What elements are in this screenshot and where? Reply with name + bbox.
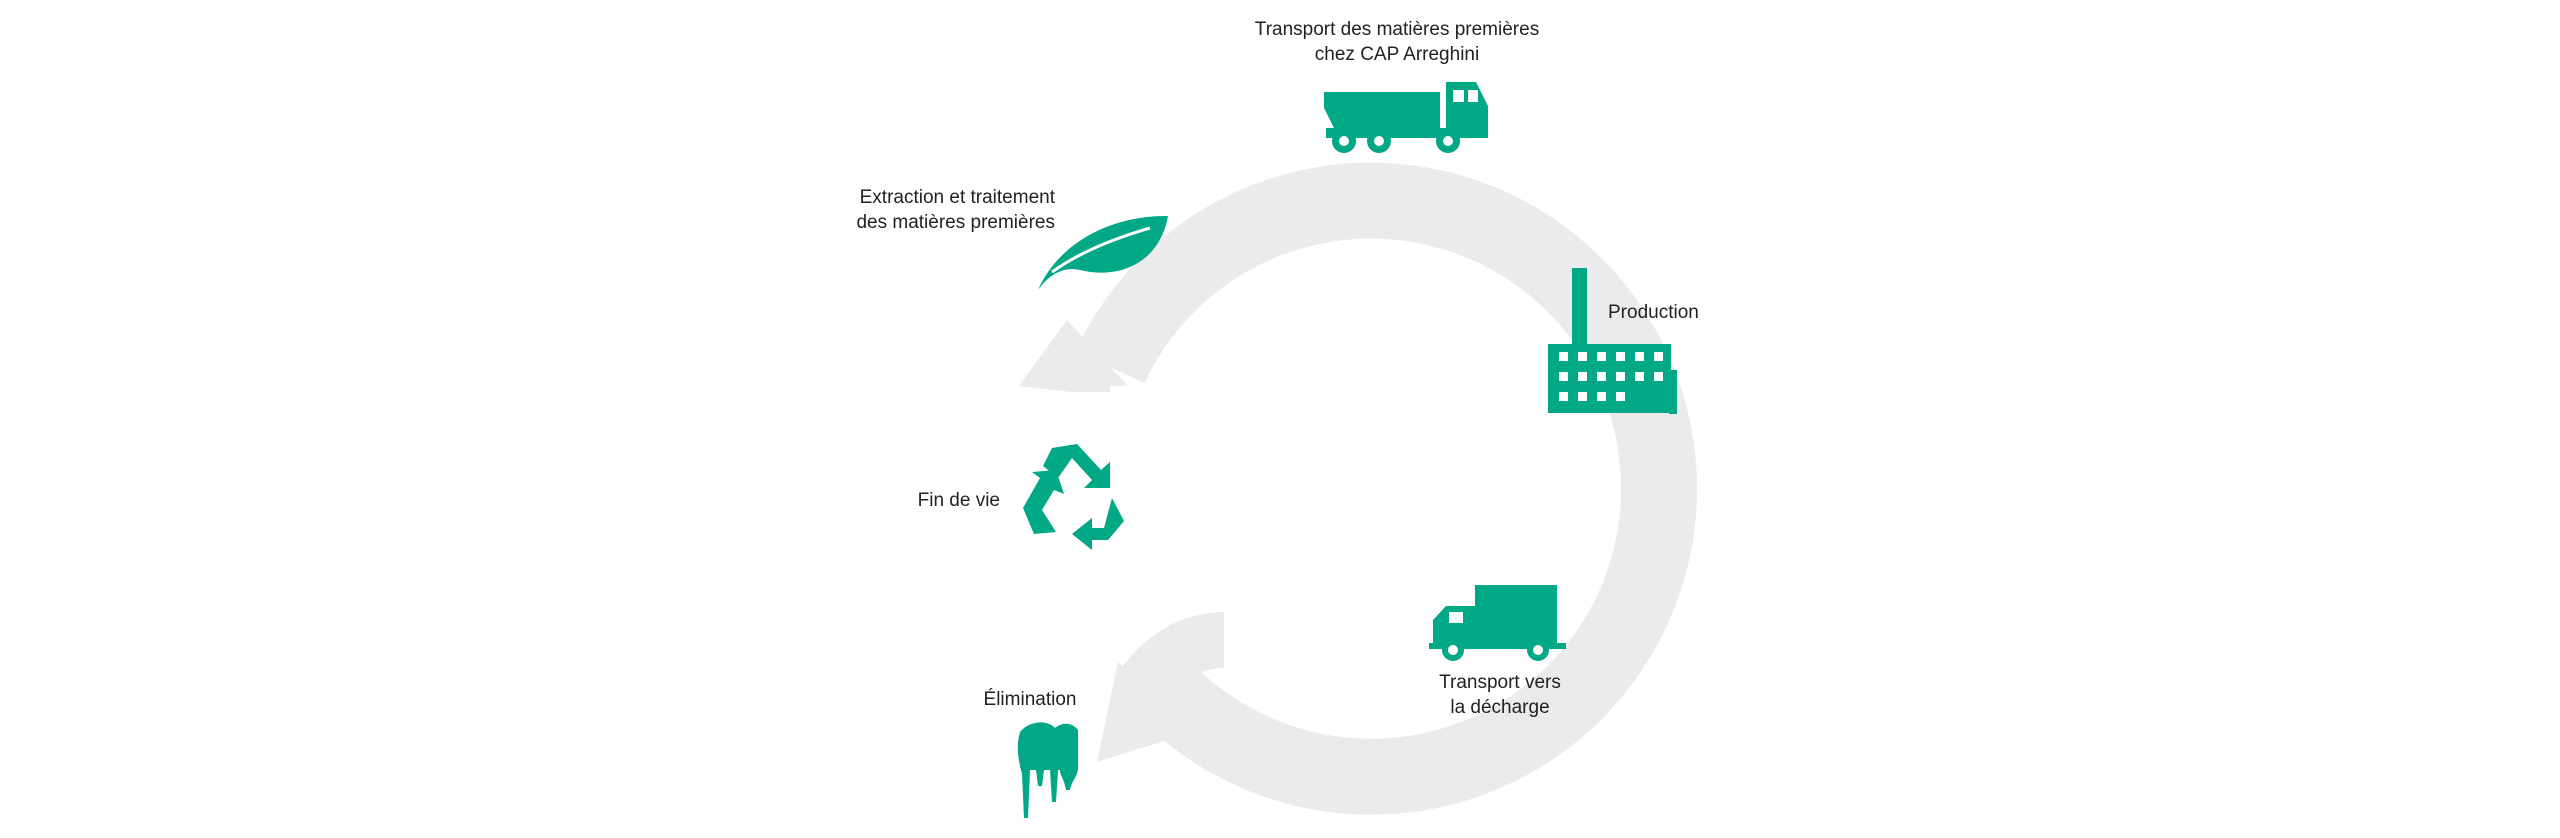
- leaf-icon: [1038, 215, 1168, 290]
- label-line: Transport vers: [1439, 672, 1561, 693]
- label-transport-raw: Transport des matières premières chez CA…: [1227, 17, 1567, 67]
- label-extraction: Extraction et traitement des matières pr…: [840, 185, 1055, 235]
- label-line: Extraction et traitement: [859, 187, 1055, 208]
- label-line: la décharge: [1450, 697, 1550, 718]
- cycle-arrow-up: [1019, 320, 1128, 392]
- box-truck-icon: [1429, 585, 1566, 661]
- label-line: chez CAP Arreghini: [1314, 44, 1480, 65]
- dripping-waste-icon: [1017, 722, 1078, 818]
- label-end-of-life: Fin de vie: [880, 488, 1000, 513]
- dump-truck-icon: [1324, 82, 1488, 153]
- disposal-branch: [1117, 612, 1226, 707]
- label-line: Production: [1608, 302, 1699, 323]
- cycle-track: [1075, 162, 1697, 815]
- disposal-arrow-head: [1097, 662, 1186, 762]
- label-production: Production: [1608, 300, 1728, 325]
- label-transport-landfill: Transport vers la décharge: [1420, 670, 1580, 720]
- recycle-icon: [1023, 444, 1124, 550]
- label-disposal: Élimination: [960, 687, 1100, 712]
- factory-icon: [1548, 268, 1677, 414]
- label-line: des matières premières: [856, 212, 1055, 233]
- label-line: Fin de vie: [917, 490, 1000, 511]
- label-line: Transport des matières premières: [1254, 19, 1540, 40]
- label-line: Élimination: [983, 689, 1077, 710]
